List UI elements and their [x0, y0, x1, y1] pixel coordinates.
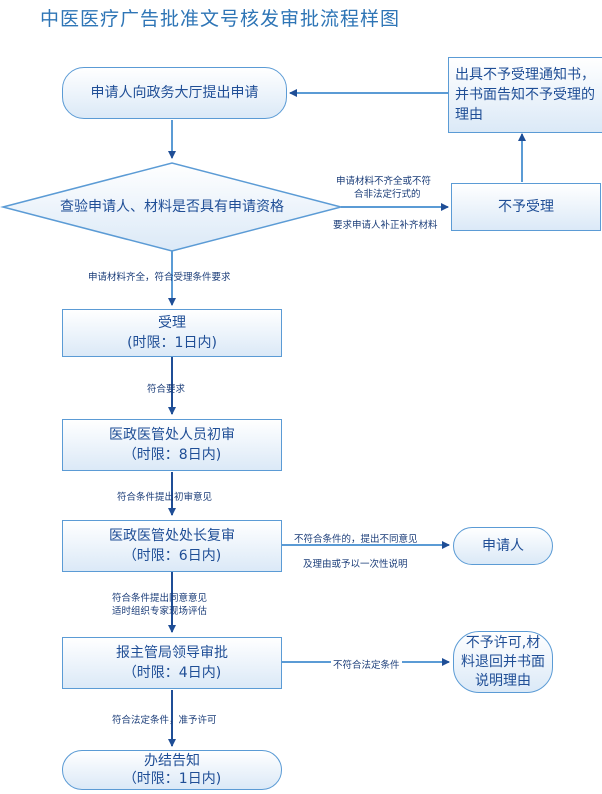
edge-label-agree-1: 符合条件提出同意意见: [112, 593, 208, 604]
second-review-line2: （时限：6日内): [122, 548, 222, 564]
edge-label-not-meet-1: 不符合条件的，提出不同意见: [294, 534, 418, 545]
approval-node-line1: 报主管局领导审批: [116, 645, 228, 661]
initial-review-line1: 医政医管处人员初审: [109, 427, 235, 443]
edge-label-incomplete-3: 要求申请人补正补齐材料: [333, 220, 438, 231]
second-review-node: 医政医管处处长复审 （时限：6日内): [62, 520, 282, 572]
accept-node: 受理 (时限：1日内): [62, 309, 282, 357]
page-title: 中医医疗广告批准文号核发审批流程样图: [40, 8, 401, 30]
edge-label-not-legal: 不符合法定条件: [331, 657, 402, 671]
finish-node-line1: 办结告知: [144, 753, 200, 769]
edge-label-complete: 申请材料齐全，符合受理条件要求: [88, 272, 231, 283]
check-node-label: 查验申请人、材料是否具有申请资格: [60, 199, 284, 215]
approval-node: 报主管局领导审批 （时限：4日内): [62, 637, 282, 689]
deny-node: 不予许可,材料退回并书面说明理由: [453, 631, 553, 693]
initial-review-node: 医政医管处人员初审 （时限：8日内): [62, 419, 282, 471]
applicant-node: 申请人: [453, 527, 553, 565]
applicant-node-label: 申请人: [482, 538, 524, 554]
edge-label-legal: 符合法定条件，准予许可: [112, 715, 217, 726]
apply-node-label: 申请人向政务大厅提出申请: [90, 85, 259, 101]
second-review-line1: 医政医管处处长复审: [109, 528, 235, 544]
apply-node: 申请人向政务大厅提出申请: [62, 67, 287, 119]
reject-node-label: 不予受理: [498, 199, 554, 215]
edge-label-incomplete-2: 合非法定行式的: [354, 189, 421, 200]
approval-node-line2: （时限：4日内): [122, 665, 222, 681]
deny-node-label: 不予许可,材料退回并书面说明理由: [461, 634, 545, 689]
notice-node-label: 出具不予受理通知书，并书面告知不予受理的理由: [455, 67, 595, 123]
edge-label-incomplete-1: 申请材料不齐全或不符: [336, 176, 432, 187]
finish-node: 办结告知 （时限：1日内): [62, 750, 282, 790]
reject-node: 不予受理: [451, 183, 601, 231]
edge-label-not-meet-2: 及理由或予以一次性说明: [303, 559, 408, 570]
accept-node-line2: (时限：1日内): [127, 335, 217, 351]
accept-node-line1: 受理: [158, 315, 186, 331]
notice-node: 出具不予受理通知书，并书面告知不予受理的理由: [448, 57, 602, 133]
edge-label-agree-2: 适时组织专家现场评估: [112, 606, 208, 617]
edge-label-initial-opinion: 符合条件提出初审意见: [117, 492, 213, 503]
finish-node-line2: （时限：1日内): [122, 771, 222, 787]
initial-review-line2: （时限：8日内): [122, 447, 222, 463]
edge-label-meets: 符合要求: [147, 384, 186, 395]
